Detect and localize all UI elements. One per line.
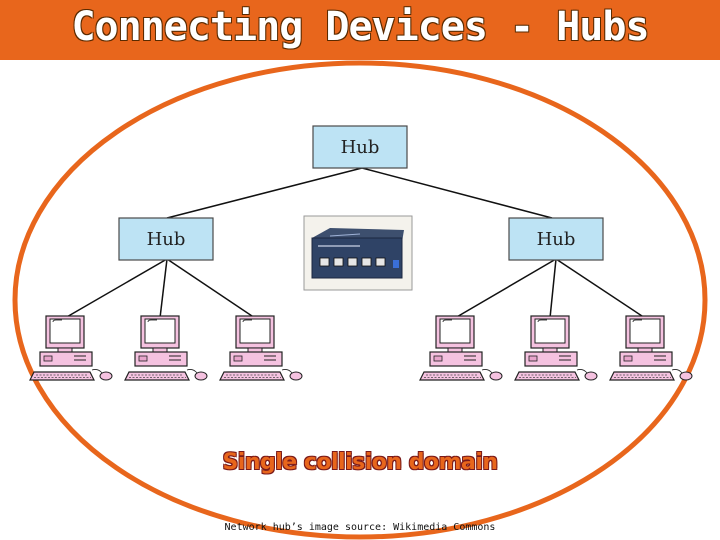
computer-2	[124, 315, 208, 381]
computer-4	[419, 315, 503, 381]
hub-right-label: Hub	[537, 229, 576, 250]
link-right-pc1	[454, 258, 557, 319]
network-hub-photo	[303, 215, 413, 291]
link-right-pc2	[549, 258, 557, 319]
hub-top-label: Hub	[341, 137, 380, 158]
hub-top: Hub	[312, 125, 408, 169]
hub-left-label: Hub	[147, 229, 186, 250]
title-bar	[0, 0, 720, 60]
link-top-right	[361, 167, 553, 219]
computer-5	[514, 315, 598, 381]
link-left-pc1	[64, 258, 168, 319]
link-top-left	[166, 167, 363, 219]
link-left-pc3	[166, 258, 256, 319]
collision-domain-ellipse	[12, 60, 708, 540]
hub-right: Hub	[508, 217, 604, 261]
link-left-pc2	[159, 258, 168, 319]
slide-title: Connecting Devices - Hubs	[71, 4, 649, 50]
image-source-note: Network hub’s image source: Wikimedia Co…	[224, 522, 496, 533]
link-right-pc3	[555, 258, 646, 319]
computer-1	[29, 315, 113, 381]
hub-left: Hub	[118, 217, 214, 261]
collision-domain-label: Single collision domain	[222, 450, 498, 475]
computer-6	[609, 315, 693, 381]
computer-3	[219, 315, 303, 381]
